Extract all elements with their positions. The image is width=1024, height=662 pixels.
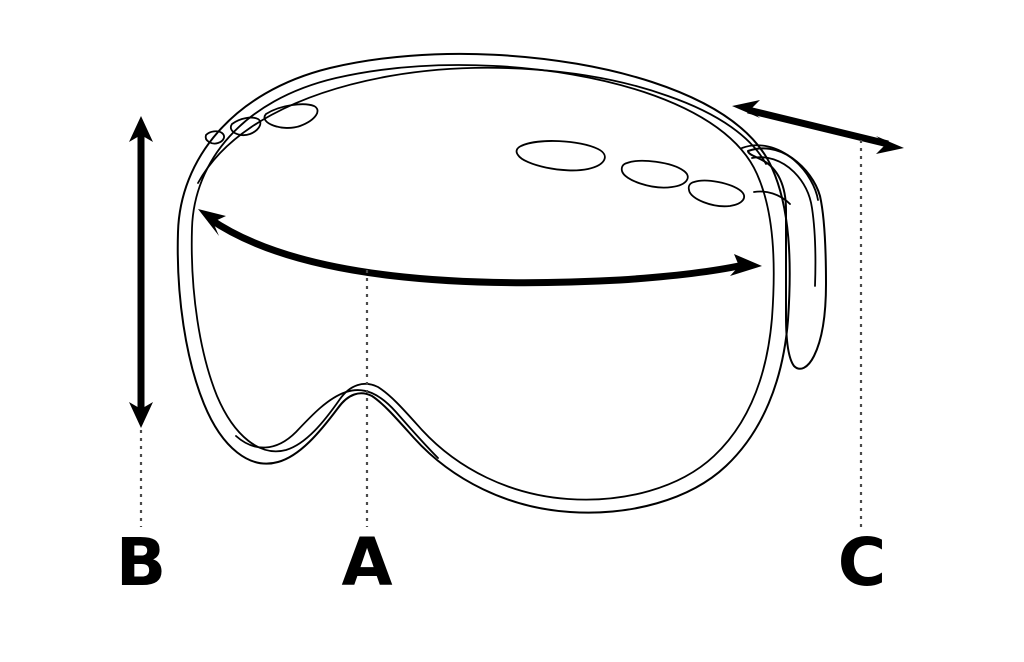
dimension-c-arrow-shaft: [747, 106, 889, 148]
goggle-strap-tab-saddle: [741, 144, 819, 201]
vent-right-2-icon: [620, 159, 689, 189]
goggle-strap-tab-outer: [747, 147, 827, 370]
goggle-strap-tab-seam: [753, 190, 791, 205]
dimension-label-a: A: [341, 524, 392, 601]
dimension-b-arrow-head-bottom: [129, 402, 153, 428]
dimension-label-c: C: [838, 524, 886, 601]
dimension-c-arrow-head-left: [732, 100, 760, 118]
goggle-outer-frame: [176, 52, 791, 514]
goggle-inner-frame: [190, 64, 775, 501]
vent-left-2-icon: [229, 116, 262, 137]
dimension-b-arrow: [129, 116, 153, 428]
dimension-c-arrow-head-right: [876, 136, 904, 154]
vent-right-3-icon: [687, 179, 745, 208]
vent-left-1-icon: [204, 130, 225, 145]
goggle-nose-bridge-contour: [235, 389, 439, 459]
dimension-label-b: B: [116, 524, 166, 601]
vent-right-1-icon: [515, 140, 606, 172]
goggle-top-rim-line: [197, 66, 767, 184]
dimension-b-arrow-head-top: [129, 116, 153, 142]
dimension-a-arrow-shaft: [208, 216, 749, 287]
dimension-a-arrow: [198, 209, 762, 287]
goggle-frame-group: [176, 52, 827, 514]
dimension-a-arrow-head-right: [730, 254, 762, 276]
goggle-strap-tab-inner: [751, 156, 817, 287]
dimension-c-arrow: [732, 100, 904, 154]
vent-left-3-icon: [263, 103, 319, 129]
dimension-a-arrow-head-left: [198, 209, 226, 236]
